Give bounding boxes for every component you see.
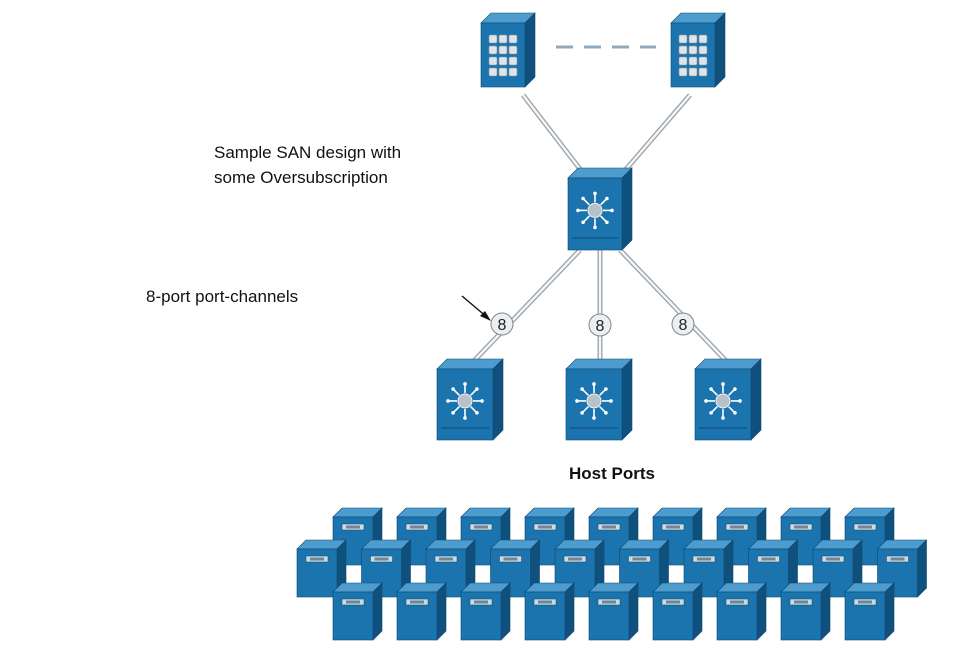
caption-line-2: some Oversubscription [214,168,388,187]
edge-switch-2 [565,358,633,441]
host-server-icon [396,582,447,641]
badge-count: 8 [679,317,688,334]
caption-line-1: Sample SAN design with [214,143,402,162]
host-server-icon [780,582,831,641]
core-director-switch [567,167,633,251]
port-channel-badge: 8 [490,312,514,336]
host-server-icon [296,539,347,598]
host-server-icon [716,582,767,641]
port-channel-badge: 8 [588,313,612,337]
devices-layer [436,12,762,441]
edge-switch-3 [694,358,762,441]
storage-array-right [670,12,726,88]
host-server-icon [844,582,895,641]
badge-count: 8 [498,317,507,334]
port-channel-badges: 8 8 8 [490,312,695,337]
host-server-icon [588,582,639,641]
port-channel-label: 8-port port-channels [146,287,299,306]
host-server-icon [554,539,605,598]
annotation-arrow [461,295,491,321]
edge-switch-1 [436,358,504,441]
host-server-icon [876,539,928,598]
host-ports-layer [296,507,928,641]
links-layer [468,93,732,367]
diagram-caption: Sample SAN design with some Oversubscrip… [214,140,401,190]
port-channel-badge: 8 [671,312,695,336]
storage-array-left [480,12,536,88]
host-server-icon [332,582,383,641]
host-server-icon [618,539,670,598]
badge-count: 8 [596,318,605,335]
host-server-icon [652,582,703,641]
host-ports-label: Host Ports [569,464,655,483]
host-server-icon [524,582,575,641]
host-server-icon [460,582,511,641]
